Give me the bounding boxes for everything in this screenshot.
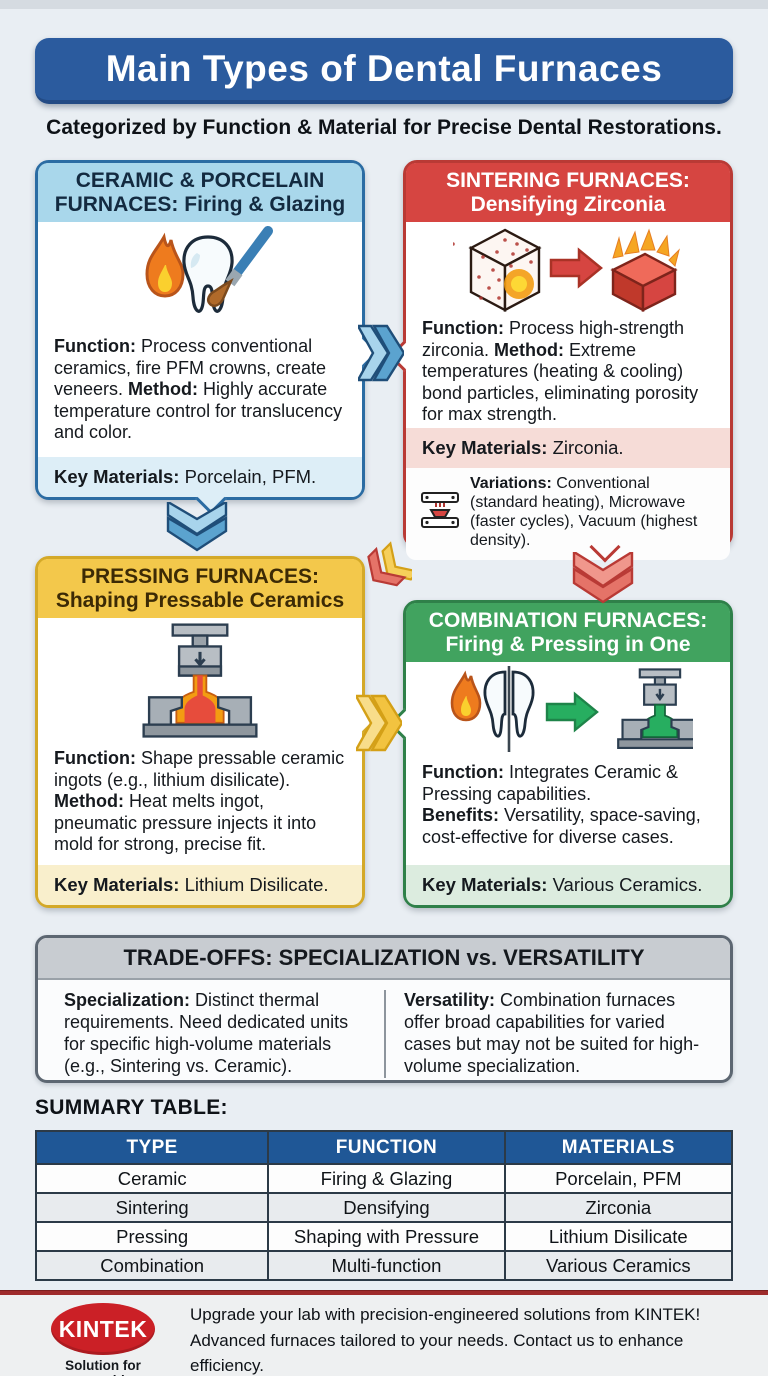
- cell-materials: Lithium Disilicate: [503, 1221, 734, 1252]
- method-label: Method:: [54, 791, 124, 812]
- press-mold-icon: [38, 618, 362, 744]
- method-text: Extreme temperatures (heating & cooling)…: [422, 339, 699, 425]
- tooth-split-to-press-icon: [406, 662, 730, 758]
- key-materials-value: Lithium Disilicate.: [179, 874, 329, 895]
- method-text: Highly accurate temperature control for …: [54, 379, 343, 443]
- footer-line-1: Upgrade your lab with precision-engineer…: [190, 1305, 701, 1324]
- table-row: Pressing Shaping with Pressure Lithium D…: [34, 1221, 734, 1252]
- flow-arrow-right-blue-icon: [358, 324, 404, 382]
- kintek-logo-text: KINTEK: [58, 1315, 148, 1342]
- card-pressing-title: PRESSING FURNACES: Shaping Pressable Cer…: [38, 559, 362, 619]
- benefits-label: Benefits:: [422, 805, 500, 826]
- cell-type: Sintering: [34, 1192, 270, 1223]
- card-combination-key-materials: Key Materials: Various Ceramics.: [406, 865, 730, 905]
- summary-table-header-row: TYPE FUNCTION MATERIALS: [34, 1130, 734, 1165]
- card-sintering-variations: Variations: Conventional (standard heati…: [406, 468, 730, 560]
- table-row: Combination Multi-function Various Ceram…: [34, 1250, 734, 1281]
- footer-text: Upgrade your lab with precision-engineer…: [190, 1302, 746, 1376]
- variations-label: Variations:: [470, 475, 552, 492]
- cell-function: Firing & Glazing: [267, 1163, 506, 1194]
- card-pressing-key-materials: Key Materials: Lithium Disilicate.: [38, 865, 362, 905]
- card-combination-title: COMBINATION FURNACES: Firing & Pressing …: [406, 603, 730, 663]
- tradeoffs-panel: TRADE-OFFS: SPECIALIZATION vs. VERSATILI…: [35, 935, 733, 1083]
- col-type: TYPE: [34, 1130, 270, 1165]
- cell-materials: Various Ceramics: [503, 1250, 734, 1281]
- flow-arrow-down-red-icon: [572, 552, 634, 604]
- versatility-label: Versatility:: [404, 990, 496, 1010]
- mini-furnace-icon: [418, 488, 462, 538]
- table-row: Ceramic Firing & Glazing Porcelain, PFM: [34, 1163, 734, 1194]
- versatility-text: Combination furnaces offer broad capabil…: [404, 990, 700, 1076]
- col-materials: MATERIALS: [503, 1130, 734, 1165]
- card-ceramic-key-materials: Key Materials: Porcelain, PFM.: [38, 457, 362, 497]
- cell-materials: Zirconia: [503, 1192, 734, 1223]
- page-subtitle: Categorized by Function & Material for P…: [46, 116, 722, 139]
- footer-divider: [0, 1290, 768, 1295]
- flow-arrow-right-yellow-icon: [356, 694, 402, 752]
- function-text: Shape pressable ceramic ingots (e.g., li…: [54, 748, 345, 790]
- method-label: Method:: [128, 379, 199, 400]
- cell-materials: Porcelain, PFM: [503, 1163, 734, 1194]
- col-function: FUNCTION: [267, 1130, 506, 1165]
- card-ceramic-title: CERAMIC & PORCELAIN FURNACES: Firing & G…: [38, 163, 362, 223]
- key-materials-label: Key Materials:: [422, 437, 548, 458]
- benefits-text: Versatility, space-saving, cost-effectiv…: [422, 805, 701, 847]
- title-banner: Main Types of Dental Furnaces: [35, 38, 733, 104]
- cell-type: Ceramic: [34, 1163, 270, 1194]
- tradeoffs-specialization: Specialization: Distinct thermal require…: [54, 990, 384, 1078]
- card-combination: COMBINATION FURNACES: Firing & Pressing …: [388, 600, 733, 908]
- cell-function: Densifying: [267, 1192, 506, 1223]
- variations-text: Conventional (standard heating), Microwa…: [470, 475, 698, 549]
- specialization-text: Distinct thermal requirements. Need dedi…: [64, 990, 349, 1076]
- kintek-logo-ellipse: KINTEK: [51, 1303, 155, 1355]
- flow-arrow-down-blue-icon: [166, 502, 228, 552]
- cell-type: Pressing: [34, 1221, 270, 1252]
- key-materials-value: Various Ceramics.: [547, 874, 703, 895]
- key-materials-label: Key Materials:: [422, 874, 548, 895]
- method-label: Method:: [494, 339, 565, 360]
- key-materials-value: Zirconia.: [547, 437, 624, 458]
- method-text: Heat melts ingot, pneumatic pressure inj…: [54, 791, 317, 855]
- card-sintering: SINTERING FURNACES: Densifying Zirconia: [388, 160, 733, 563]
- top-strip: [0, 0, 768, 9]
- card-sintering-key-materials: Key Materials: Zirconia.: [406, 428, 730, 468]
- variations-text-wrap: Variations: Conventional (standard heati…: [470, 475, 718, 551]
- footer: KINTEK Solution for researching Upgrade …: [0, 1295, 768, 1376]
- tradeoffs-versatility: Versatility: Combination furnaces offer …: [384, 990, 714, 1078]
- key-materials-label: Key Materials:: [54, 874, 180, 895]
- card-ceramic-porcelain: CERAMIC & PORCELAIN FURNACES: Firing & G…: [35, 160, 380, 515]
- kintek-logo-tagline: Solution for researching: [65, 1358, 142, 1376]
- function-label: Function:: [54, 748, 136, 769]
- cell-function: Multi-function: [267, 1250, 506, 1281]
- cell-type: Combination: [34, 1250, 270, 1281]
- porous-to-dense-cube-icon: [406, 222, 730, 314]
- tooth-flame-paintbrush-icon: [38, 222, 362, 332]
- function-label: Function:: [422, 762, 504, 783]
- card-ceramic-body: Function: Process conventional ceramics,…: [38, 332, 362, 457]
- function-text: Integrates Ceramic & Pressing capabiliti…: [422, 762, 679, 804]
- table-row: Sintering Densifying Zirconia: [34, 1192, 734, 1223]
- function-label: Function:: [54, 336, 136, 357]
- card-sintering-title: SINTERING FURNACES: Densifying Zirconia: [406, 163, 730, 223]
- key-materials-value: Porcelain, PFM.: [179, 466, 317, 487]
- function-label: Function:: [422, 318, 504, 339]
- card-pressing-body: Function: Shape pressable ceramic ingots…: [38, 744, 362, 865]
- function-text: Process conventional ceramics, fire PFM …: [54, 336, 327, 400]
- page-title: Main Types of Dental Furnaces: [105, 48, 663, 89]
- function-text: Process high-strength zirconia.: [422, 318, 685, 360]
- kintek-logo: KINTEK Solution for researching: [28, 1303, 178, 1376]
- cell-function: Shaping with Pressure: [267, 1221, 506, 1252]
- specialization-label: Specialization:: [64, 990, 191, 1010]
- card-combination-body: Function: Integrates Ceramic & Pressing …: [406, 758, 730, 865]
- card-pressing: PRESSING FURNACES: Shaping Pressable Cer…: [35, 556, 380, 908]
- card-sintering-body: Function: Process high-strength zirconia…: [406, 314, 730, 428]
- summary-table-heading: SUMMARY TABLE:: [35, 1096, 228, 1119]
- flow-corner-chevrons-icon: [367, 541, 412, 587]
- key-materials-label: Key Materials:: [54, 466, 180, 487]
- summary-table: TYPE FUNCTION MATERIALS Ceramic Firing &…: [34, 1130, 734, 1281]
- tradeoffs-title: TRADE-OFFS: SPECIALIZATION vs. VERSATILI…: [38, 938, 730, 980]
- footer-line-2: Advanced furnaces tailored to your needs…: [190, 1330, 684, 1376]
